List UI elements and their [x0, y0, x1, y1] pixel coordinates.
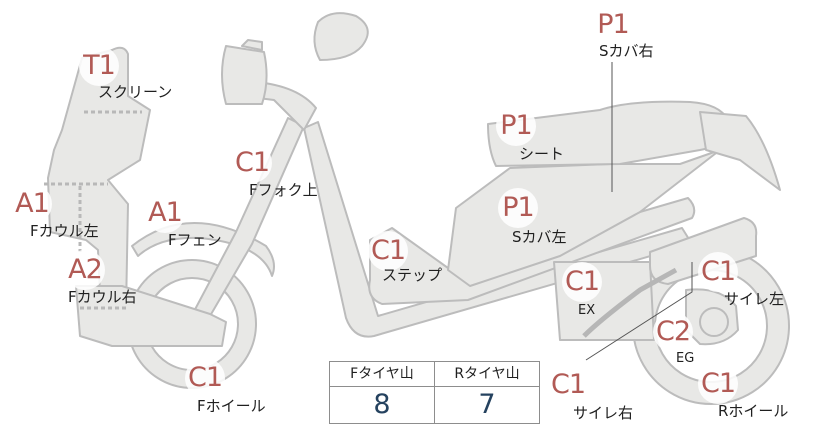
engine-hub-shape — [699, 307, 729, 337]
label-step: ステップ — [382, 266, 443, 284]
front-tire-value: 8 — [373, 389, 391, 420]
front-tire-header: Fタイヤ山 — [330, 362, 434, 387]
label-muffler-right: サイレ右 — [573, 404, 634, 422]
front-cowl-shape — [47, 46, 151, 311]
headlight-rim-shape — [241, 39, 263, 51]
badge-scover-right: P1 — [593, 5, 633, 45]
badge-seat: P1 — [496, 106, 536, 146]
badge-fcowl-right: A2 — [65, 250, 105, 290]
tire-depth-table: Fタイヤ山 Rタイヤ山 8 7 — [329, 361, 540, 424]
side-cover-shape — [447, 149, 721, 287]
badge-fcowl-left: A1 — [12, 184, 52, 224]
badge-scover-left: P1 — [498, 188, 538, 228]
label-muffler-left: サイレ左 — [724, 290, 785, 308]
label-rwheel: Rホイール — [718, 402, 789, 420]
rear-tire-value: 7 — [478, 389, 496, 420]
label-fcowl-right: Fカウル右 — [68, 288, 137, 306]
label-eg: EG — [676, 351, 695, 366]
table-divider — [434, 362, 435, 423]
badge-ex: C1 — [562, 262, 602, 302]
muffler-shape — [649, 217, 758, 285]
label-ffork-upper: Fフォク上 — [249, 181, 318, 199]
mirror-shape — [313, 12, 369, 61]
label-ex: EX — [578, 303, 596, 318]
badge-muffler-right: C1 — [548, 365, 588, 405]
handle-stem-shape — [255, 81, 317, 131]
badge-ffork-upper: C1 — [232, 143, 272, 183]
label-fcowl-left: Fカウル左 — [30, 222, 99, 240]
badge-rwheel: C1 — [698, 364, 738, 404]
label-ffender: Fフェン — [168, 231, 222, 249]
label-seat: シート — [519, 145, 565, 163]
label-scover-left: Sカバ左 — [512, 228, 567, 246]
tail-shape — [699, 111, 781, 191]
badge-muffler-left: C1 — [698, 252, 738, 292]
front-cowl-lower-shape — [75, 285, 227, 347]
label-fwheel: Fホイール — [197, 397, 266, 415]
headlight-shape — [221, 45, 268, 105]
label-scover-right: Sカバ右 — [599, 42, 654, 60]
seat-shape — [487, 100, 739, 167]
label-screen: スクリーン — [98, 83, 173, 101]
badge-eg: C2 — [653, 312, 693, 352]
badge-screen: T1 — [79, 46, 119, 86]
badge-step: C1 — [368, 231, 408, 271]
badge-fwheel: C1 — [185, 358, 225, 398]
badge-ffender: A1 — [145, 193, 185, 233]
rear-tire-header: Rタイヤ山 — [435, 362, 539, 387]
